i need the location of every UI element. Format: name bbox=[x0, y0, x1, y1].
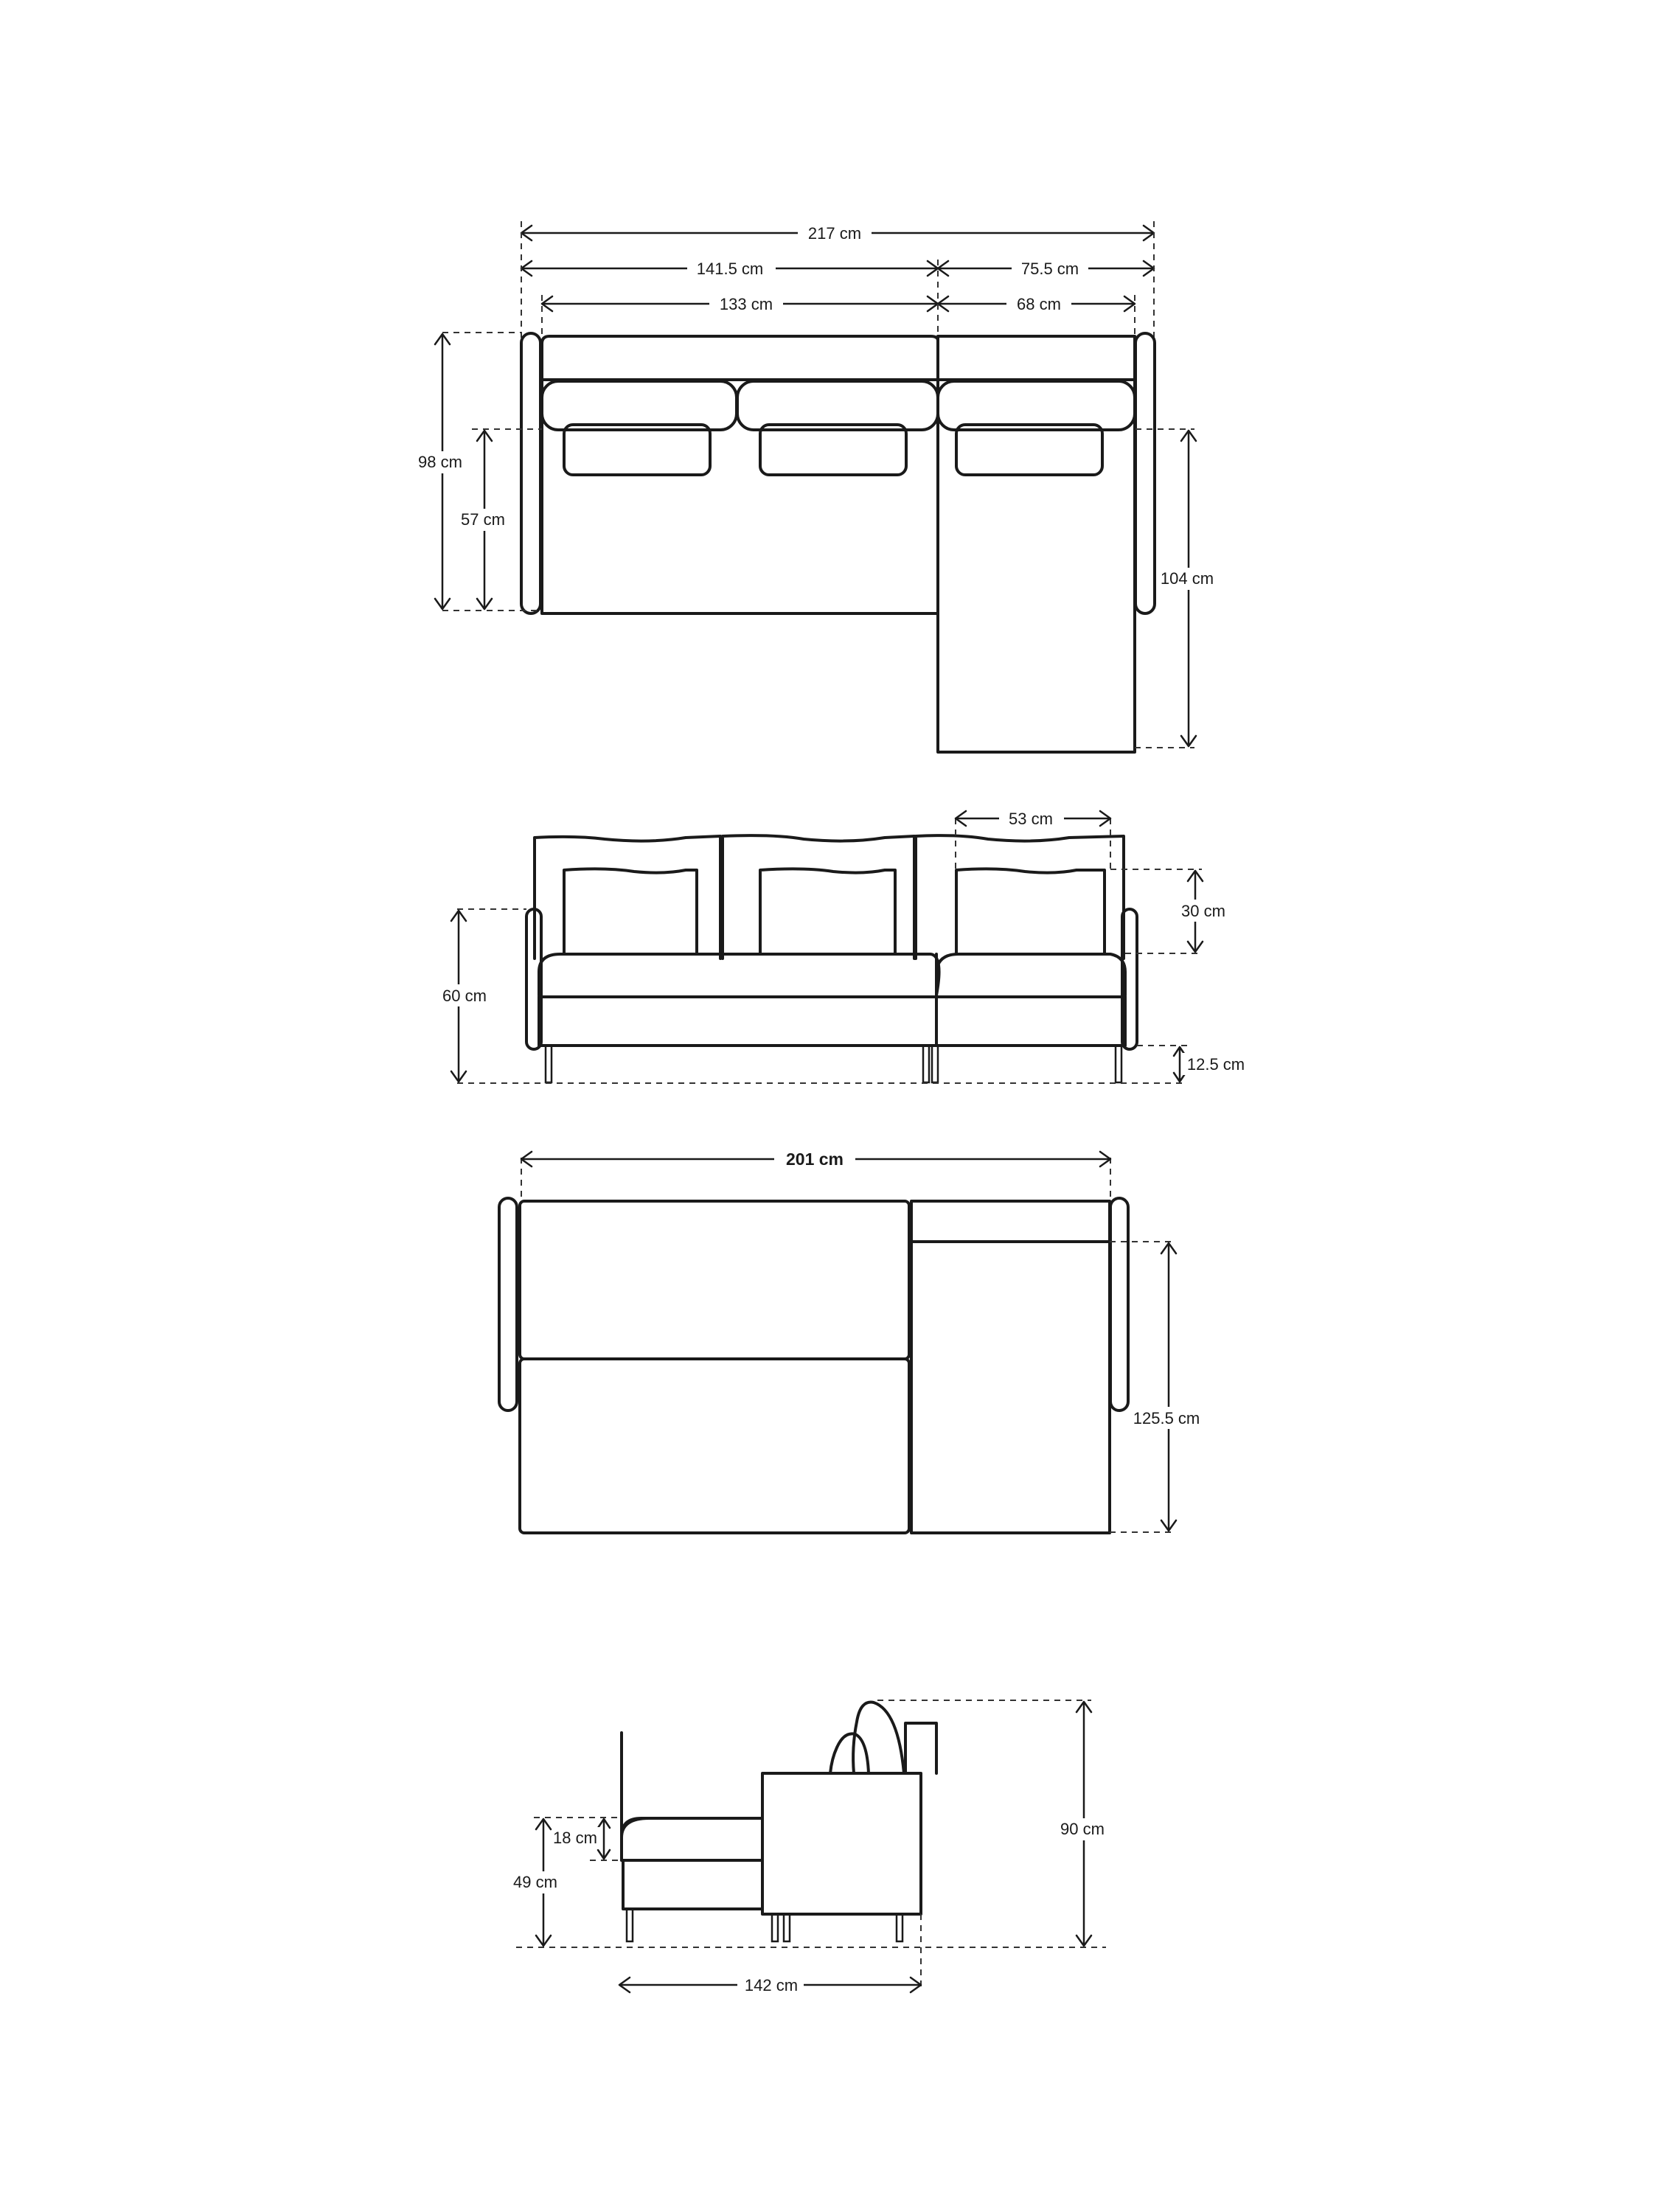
bed-right-arm bbox=[1109, 1197, 1130, 1412]
label-arm-height: 60 cm bbox=[442, 987, 487, 1005]
side-leg bbox=[782, 1913, 791, 1943]
dim-chaise-bed-length: 125.5 cm bbox=[1128, 1242, 1209, 1532]
side-main-body bbox=[761, 1772, 922, 1916]
right-arm bbox=[1134, 332, 1156, 615]
label-seat-height: 49 cm bbox=[513, 1873, 557, 1891]
pillow-2 bbox=[759, 423, 908, 476]
label-chaise-outer-width: 75.5 cm bbox=[1021, 260, 1079, 278]
bed-left-arm bbox=[498, 1197, 518, 1412]
dim-total-height: 90 cm bbox=[1053, 1700, 1115, 1947]
label-main-outer-width: 141.5 cm bbox=[697, 260, 764, 278]
dim-leg-height: 12.5 cm bbox=[1172, 1046, 1249, 1083]
front-view: 53 cm 30 cm 60 cm 12.5 cm bbox=[432, 807, 1249, 1084]
side-chaise-base bbox=[622, 1859, 764, 1910]
dim-chaise-inner-width: 68 cm bbox=[936, 292, 1136, 314]
leg bbox=[931, 1044, 939, 1084]
side-chaise-cushion bbox=[620, 1817, 764, 1862]
label-total-width: 217 cm bbox=[808, 224, 861, 243]
dim-main-inner-width: 133 cm bbox=[540, 292, 939, 314]
dim-total-depth: 142 cm bbox=[618, 1973, 922, 1995]
label-total-height: 90 cm bbox=[1060, 1820, 1105, 1838]
back-cushion-3 bbox=[936, 380, 1136, 431]
side-pillow bbox=[829, 1732, 870, 1775]
bed-panel-upper bbox=[518, 1200, 911, 1360]
bed-chaise-panel bbox=[910, 1200, 1111, 1534]
label-total-depth: 142 cm bbox=[745, 1976, 798, 1994]
seat-cushion-chaise bbox=[935, 953, 1127, 997]
leg bbox=[544, 1044, 553, 1084]
side-back-panel bbox=[904, 1722, 938, 1775]
backrest-3 bbox=[914, 834, 1125, 960]
label-chaise-depth: 104 cm bbox=[1161, 569, 1214, 588]
front-pillow-2 bbox=[759, 867, 897, 955]
sofa-base bbox=[538, 995, 1127, 1047]
front-pillow-1 bbox=[563, 867, 698, 955]
side-chaise-top bbox=[619, 1731, 764, 1862]
backrest-1 bbox=[533, 835, 722, 960]
label-chaise-inner-width: 68 cm bbox=[1017, 295, 1061, 313]
label-bed-width: 201 cm bbox=[786, 1150, 844, 1169]
back-cushion-2 bbox=[736, 380, 939, 431]
dim-cushion-height: 30 cm bbox=[1171, 869, 1236, 953]
dim-arm-height: 60 cm bbox=[432, 909, 498, 1083]
label-cushion-height: 30 cm bbox=[1181, 902, 1225, 920]
side-leg bbox=[895, 1913, 904, 1943]
bed-view: 201 cm 125.5 cm bbox=[498, 1147, 1209, 1534]
label-seat-cushion-thickness: 18 cm bbox=[553, 1829, 597, 1847]
dim-chaise-outer-width: 75.5 cm bbox=[936, 257, 1155, 279]
side-leg bbox=[771, 1913, 779, 1943]
label-main-inner-width: 133 cm bbox=[720, 295, 773, 313]
dim-seat-height: 49 cm bbox=[509, 1818, 571, 1947]
chaise-section-outline bbox=[936, 335, 1136, 754]
leg bbox=[922, 1044, 931, 1084]
leg bbox=[1114, 1044, 1123, 1084]
label-overall-depth: 98 cm bbox=[418, 453, 462, 471]
front-left-arm bbox=[525, 908, 543, 1051]
side-leg bbox=[625, 1907, 634, 1943]
label-seat-depth: 57 cm bbox=[461, 510, 505, 529]
top-view: 217 cm 141.5 cm 75.5 cm 133 cm bbox=[410, 221, 1233, 754]
backrest-2 bbox=[721, 834, 916, 960]
label-chaise-bed-length: 125.5 cm bbox=[1133, 1409, 1200, 1427]
front-right-arm bbox=[1121, 908, 1138, 1051]
pillow-3 bbox=[955, 423, 1104, 476]
label-cushion-width: 53 cm bbox=[1009, 810, 1053, 828]
front-pillow-3 bbox=[955, 867, 1106, 955]
dim-seat-depth: 57 cm bbox=[453, 429, 515, 611]
label-leg-height: 12.5 cm bbox=[1187, 1055, 1245, 1074]
dim-chaise-depth: 104 cm bbox=[1156, 429, 1233, 748]
pillow-1 bbox=[563, 423, 712, 476]
bed-panel-lower bbox=[518, 1357, 911, 1534]
dim-overall-depth: 98 cm bbox=[410, 333, 475, 611]
side-back-cushion bbox=[852, 1700, 905, 1775]
side-view: 18 cm 49 cm 90 cm 142 cm bbox=[509, 1700, 1115, 1995]
dim-cushion-width: 53 cm bbox=[954, 807, 1112, 830]
back-cushion-1 bbox=[540, 380, 738, 431]
seat-cushion-main bbox=[538, 953, 941, 997]
left-arm bbox=[520, 332, 542, 615]
dim-seat-cushion-thickness: 18 cm bbox=[549, 1818, 611, 1860]
dim-total-width: 217 cm bbox=[520, 221, 1155, 243]
dim-main-outer-width: 141.5 cm bbox=[520, 257, 939, 279]
dim-bed-width: 201 cm bbox=[520, 1147, 1112, 1169]
